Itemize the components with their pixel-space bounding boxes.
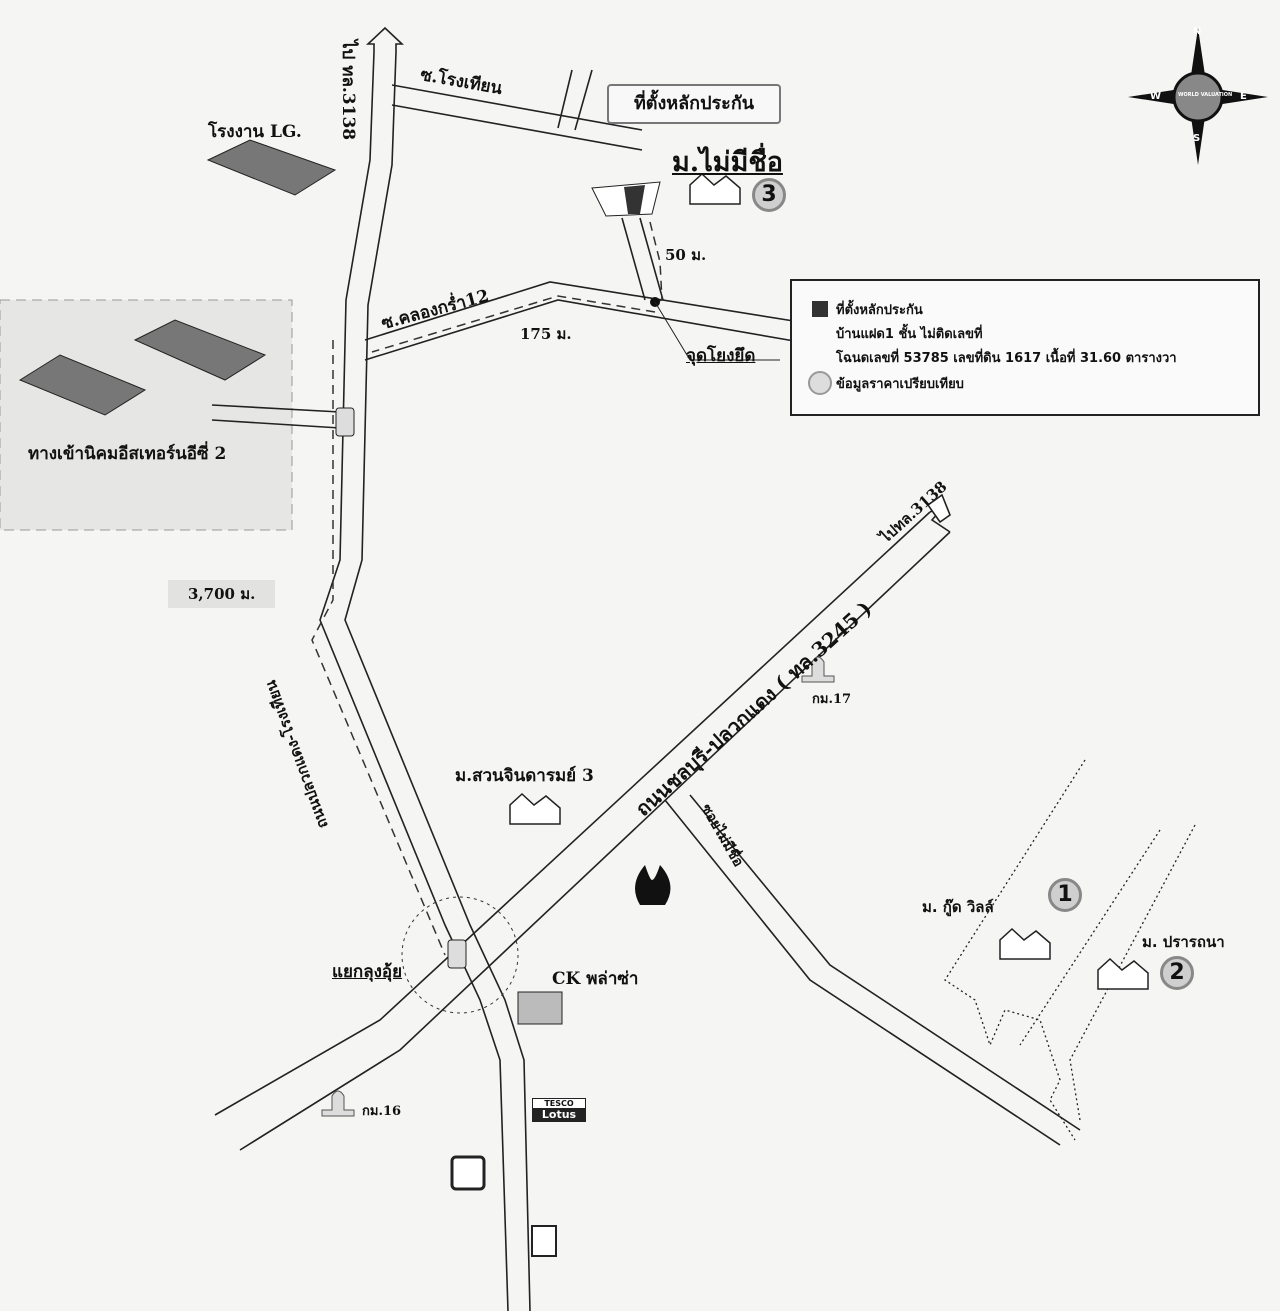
junction-circle [401, 896, 519, 1014]
collateral-callout: ที่ตั้งหลักประกัน [607, 84, 781, 124]
house-icon [1097, 957, 1149, 990]
km16-label: กม.16 [362, 1104, 402, 1119]
comparable-1-label: ม. กู๊ด วิลล์ [922, 898, 994, 916]
ck-plaza-label: CK พล่าซ่า [552, 969, 639, 989]
legend-comparable: ข้อมูลราคาเปรียบเทียบ [836, 377, 964, 392]
traffic-light-icon [335, 407, 355, 437]
km17-label: กม.17 [812, 692, 852, 707]
legend-collateral: ที่ตั้งหลักประกัน [836, 303, 923, 318]
house-icon [689, 172, 741, 205]
north-road [319, 51, 509, 1311]
tesco-lotus-logo: TESCO Lotus [532, 1098, 586, 1122]
distance-50-label: 50 ม. [665, 246, 707, 264]
house-icon [999, 927, 1051, 960]
map-legend: ที่ตั้งหลักประกัน บ้านแฝด1 ชั้น ไม่ติดเล… [790, 279, 1260, 416]
soi-rongtian-road [391, 84, 643, 131]
soi-khlong-road [364, 281, 801, 341]
compass-e: E [1240, 91, 1247, 102]
legend-house: บ้านแฝด1 ชั้น ไม่ติดเลขที่ [836, 327, 983, 342]
soi-unnamed-road [664, 799, 1061, 1146]
bank-logo-icon [450, 1155, 486, 1191]
distance-3700-label: 3,700 ม. [168, 580, 276, 608]
compass-icon [1128, 28, 1268, 165]
subject-pin[interactable]: 3 [752, 178, 786, 212]
junction-label: แยกลุงอุ้ย [332, 962, 403, 982]
reference-point-label: จุดโยงยึด [686, 346, 756, 366]
comparable-1-pin[interactable]: 1 [1048, 878, 1082, 912]
building-icon [517, 991, 563, 1025]
arrow-north [365, 26, 405, 52]
tesco-text: TESCO [544, 1099, 574, 1108]
main-road [214, 511, 931, 1116]
north-road-label: ไป ทล.3138 [338, 40, 358, 141]
bank-logo-icon [531, 1225, 557, 1257]
traffic-light-icon [447, 939, 467, 969]
km-post-icon [801, 656, 835, 683]
compass-ring-text: WORLD VALUATION [1178, 92, 1233, 98]
lg-factory-label: โรงงาน LG. [208, 122, 302, 142]
comparable-swatch-icon [808, 371, 832, 395]
compass-w: W [1150, 91, 1162, 102]
estate-entrance-label: ทางเข้านิคมอีสเทอร์นอีซี่ 2 [28, 444, 227, 464]
suan-chindaram-label: ม.สวนจินดารมย์ 3 [455, 766, 594, 786]
compass-s: S [1193, 133, 1201, 144]
comparable-2-pin[interactable]: 2 [1160, 956, 1194, 990]
lotus-text: Lotus [533, 1108, 585, 1121]
legend-deed: โฉนดเลขที่ 53785 เลขที่ดิน 1617 เนื้อที่… [836, 351, 1177, 366]
collateral-parcel [624, 185, 645, 214]
compass-n: N [1193, 26, 1202, 37]
factory-icon [18, 139, 337, 416]
distance-175-label: 175 ม. [520, 325, 572, 343]
collateral-swatch-icon [812, 301, 828, 317]
house-icon [509, 792, 561, 825]
temple-icon [635, 865, 671, 905]
comparable-2-label: ม. ปรารถนา [1142, 933, 1225, 951]
subject-village-label: ม.ไม่มีชื่อ [672, 147, 783, 178]
km-post-icon [321, 1090, 355, 1117]
